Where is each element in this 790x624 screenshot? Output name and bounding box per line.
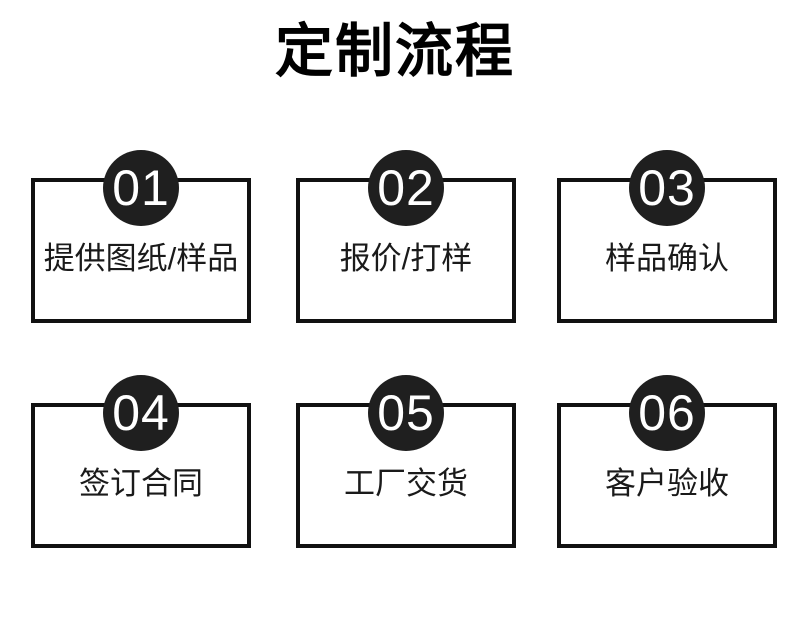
step-label: 提供图纸/样品 bbox=[43, 241, 239, 276]
step-number-badge: 05 bbox=[368, 375, 444, 451]
step-card-5: 05 工厂交货 bbox=[296, 375, 516, 548]
step-number-badge: 01 bbox=[103, 150, 179, 226]
step-label: 签订合同 bbox=[79, 466, 203, 501]
step-number-badge: 03 bbox=[629, 150, 705, 226]
step-number-badge: 06 bbox=[629, 375, 705, 451]
step-card-1: 01 提供图纸/样品 bbox=[31, 150, 251, 323]
step-card-4: 04 签订合同 bbox=[31, 375, 251, 548]
step-card-2: 02 报价/打样 bbox=[296, 150, 516, 323]
step-card-6: 06 客户验收 bbox=[557, 375, 777, 548]
step-number-badge: 04 bbox=[103, 375, 179, 451]
step-label: 工厂交货 bbox=[344, 466, 468, 501]
step-card-3: 03 样品确认 bbox=[557, 150, 777, 323]
step-number-badge: 02 bbox=[368, 150, 444, 226]
step-label: 客户验收 bbox=[605, 466, 729, 501]
step-label: 样品确认 bbox=[605, 241, 729, 276]
page-title: 定制流程 bbox=[274, 19, 515, 84]
step-label: 报价/打样 bbox=[339, 241, 473, 276]
